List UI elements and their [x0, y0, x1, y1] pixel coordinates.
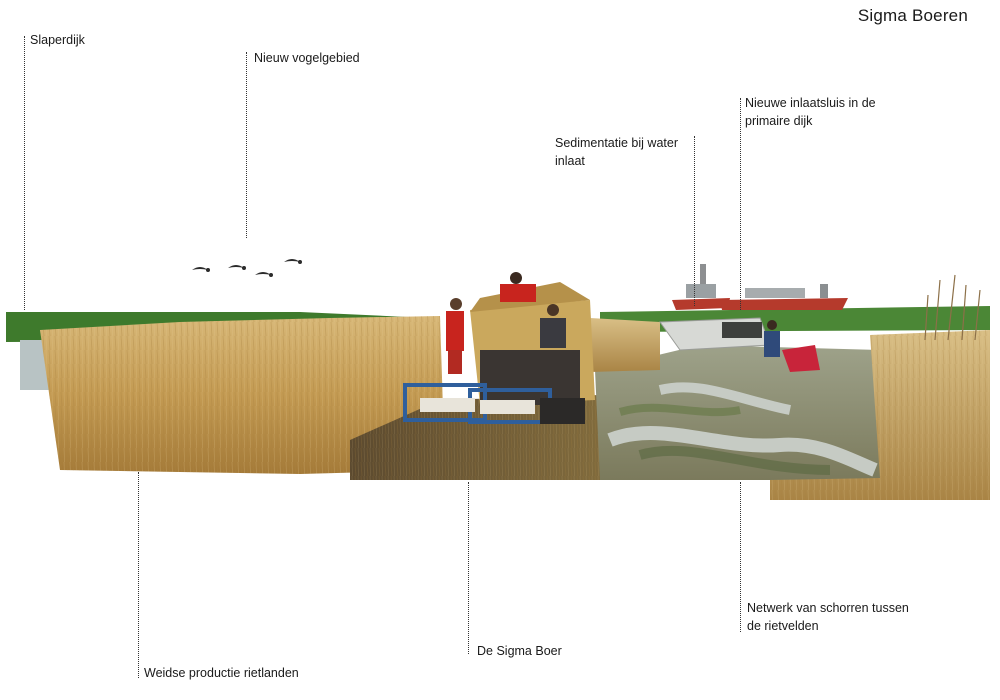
leader-vogelgebied [246, 52, 247, 238]
reed-strip-middle [590, 318, 660, 372]
leader-inlaatsluis [740, 98, 741, 310]
page-title: Sigma Boeren [857, 6, 968, 25]
label-sigma-boer: De Sigma Boer [477, 644, 562, 658]
label-inlaatsluis-line1: Nieuwe inlaatsluis in de [745, 96, 876, 110]
leader-schorren [740, 482, 741, 632]
leader-sedimentatie [694, 136, 695, 306]
leader-sigma-boer [468, 482, 469, 654]
label-vogelgebied: Nieuw vogelgebied [254, 51, 360, 65]
label-rietlanden: Weidse productie rietlanden [144, 666, 299, 680]
label-schorren-line2: de rietvelden [747, 619, 819, 633]
label-inlaatsluis-line2: primaire dijk [745, 114, 813, 128]
leader-slaperdijk [24, 36, 25, 310]
label-sedimentatie: Sedimentatie bij water inlaat [555, 134, 678, 170]
leader-rietlanden [138, 472, 139, 678]
label-slaperdijk: Slaperdijk [30, 33, 85, 47]
ships [672, 264, 848, 310]
flying-geese [192, 259, 302, 277]
reed-plumes [924, 274, 981, 341]
label-sedimentatie-line2: inlaat [555, 154, 585, 168]
creek-2 [658, 382, 791, 415]
sluice-opening [722, 322, 762, 338]
creek-1 [607, 426, 878, 477]
workers [446, 272, 820, 374]
label-schorren: Netwerk van schorren tussen de rietvelde… [747, 599, 909, 635]
label-schorren-line1: Netwerk van schorren tussen [747, 601, 909, 615]
label-sedimentatie-line1: Sedimentatie bij water [555, 136, 678, 150]
label-inlaatsluis: Nieuwe inlaatsluis in de primaire dijk [745, 94, 876, 130]
